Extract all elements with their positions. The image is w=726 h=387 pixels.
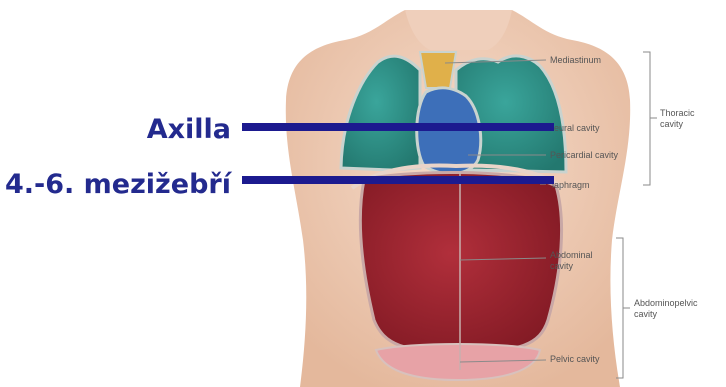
label-mediastinum: Mediastinum bbox=[550, 55, 601, 65]
abdominal-cavity bbox=[360, 172, 561, 352]
mediastinum-region bbox=[420, 52, 456, 88]
label-abdominal-cavity-2: cavity bbox=[550, 261, 574, 271]
intercostal-bar bbox=[242, 176, 554, 184]
label-abdominopelvic-cavity-2: cavity bbox=[634, 309, 658, 319]
label-diaphragm: iaphragm bbox=[552, 180, 590, 190]
intercostal-label: 4.-6. mezižebří bbox=[5, 169, 233, 200]
label-thoracic-cavity-1: Thoracic bbox=[660, 108, 695, 118]
label-thoracic-cavity-2: cavity bbox=[660, 119, 684, 129]
label-pleural-cavity: leural cavity bbox=[552, 123, 600, 133]
axilla-label: Axilla bbox=[147, 114, 231, 145]
axilla-bar bbox=[242, 123, 554, 131]
label-pelvic-cavity: Pelvic cavity bbox=[550, 354, 600, 364]
label-abdominal-cavity-1: Abdominal bbox=[550, 250, 593, 260]
label-pericardial-cavity: Pericardial cavity bbox=[550, 150, 619, 160]
label-abdominopelvic-cavity-1: Abdominopelvic bbox=[634, 298, 698, 308]
